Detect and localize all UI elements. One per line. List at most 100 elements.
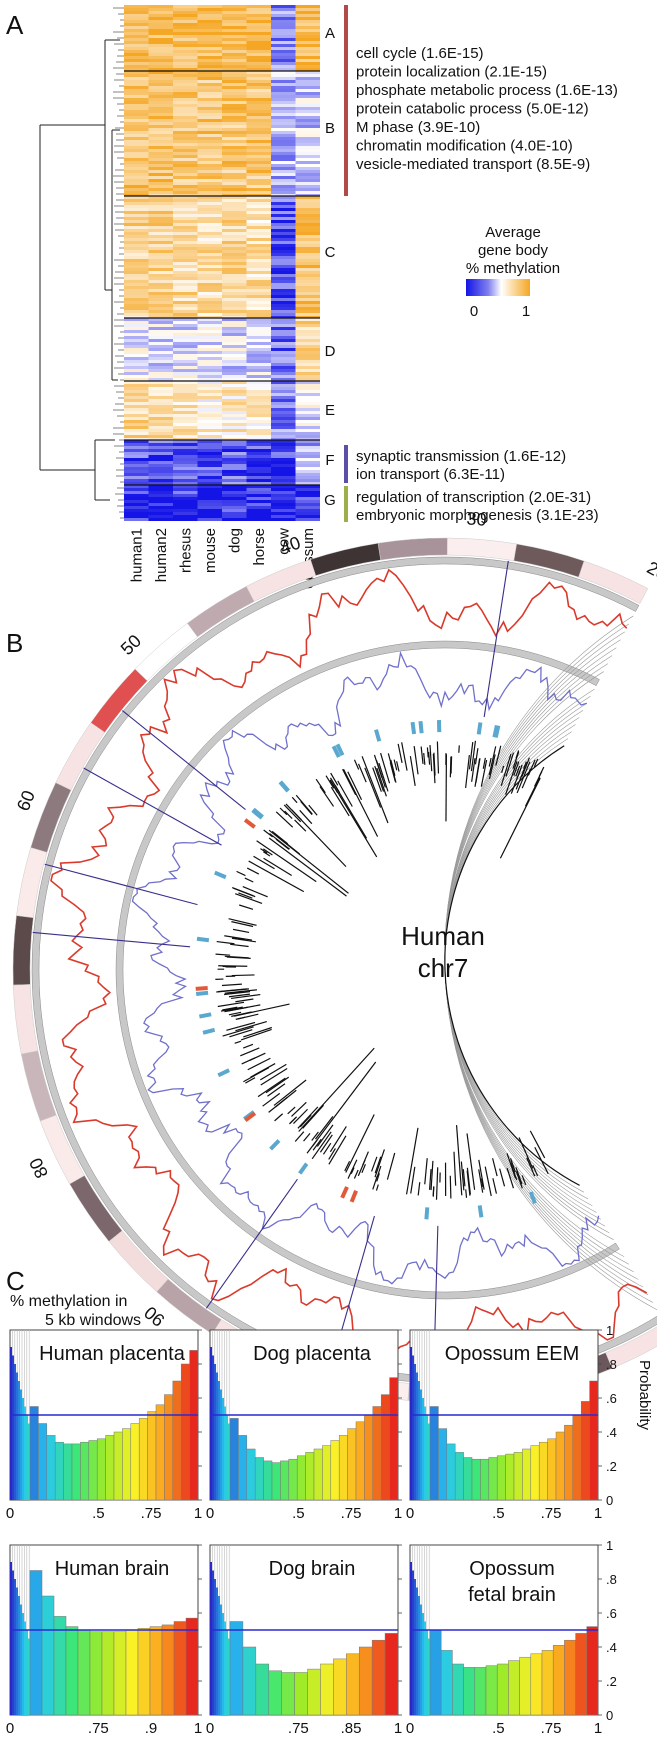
- heatmap-cell: [173, 74, 198, 78]
- blue-tick: [269, 1139, 281, 1151]
- heatmap-cell: [148, 113, 174, 117]
- heatmap-cell: [148, 223, 174, 227]
- heatmap-cell: [124, 152, 149, 156]
- heatmap-cell: [271, 95, 296, 99]
- heatmap-cell: [222, 68, 247, 72]
- heatmap-cell: [271, 476, 296, 480]
- heatmap-cell: [246, 253, 272, 257]
- blue-tick: [424, 1207, 430, 1220]
- heatmap-cell: [124, 342, 149, 346]
- heatmap-cell: [148, 310, 174, 314]
- heatmap-cell: [271, 205, 296, 209]
- heatmap-cell: [246, 280, 272, 284]
- heatmap-cell: [197, 461, 223, 465]
- histogram-bar: [580, 1401, 590, 1501]
- heatmap-cell: [271, 283, 296, 287]
- gene-mark: [374, 765, 385, 792]
- heatmap-cell: [222, 122, 247, 126]
- heatmap-cell: [173, 26, 198, 30]
- heatmap-cell: [197, 390, 223, 394]
- heatmap-cell: [295, 345, 320, 349]
- heatmap-cell: [124, 298, 149, 302]
- heatmap-cell: [295, 244, 320, 248]
- heatmap-cell: [148, 280, 174, 284]
- heatmap-cell: [246, 220, 272, 224]
- histogram-bar: [164, 1394, 174, 1501]
- heatmap-cell: [271, 20, 296, 24]
- blue-tick: [528, 1191, 537, 1204]
- heatmap-cell: [295, 59, 320, 63]
- heatmap-cell: [295, 518, 320, 521]
- heatmap-cell: [246, 98, 272, 102]
- heatmap-cell: [148, 179, 174, 183]
- heatmap-cell: [148, 443, 174, 447]
- heatmap-cell: [246, 509, 272, 513]
- heatmap-cell: [148, 89, 174, 93]
- heatmap-cell: [124, 432, 149, 436]
- heatmap-cell: [173, 23, 198, 27]
- heatmap-cell: [148, 5, 174, 9]
- heatmap-cell: [148, 77, 174, 81]
- heatmap-cell: [222, 345, 247, 349]
- heatmap-cell: [148, 440, 174, 444]
- heatmap-cell: [271, 116, 296, 120]
- gene-mark: [279, 807, 288, 816]
- heatmap-cell: [173, 185, 198, 189]
- heatmap-cell: [124, 104, 149, 108]
- heatmap-cell: [124, 202, 149, 206]
- heatmap-cell: [148, 381, 174, 385]
- gene-mark: [222, 1006, 238, 1011]
- heatmap-cell: [295, 250, 320, 254]
- heatmap-cell: [197, 277, 223, 281]
- heatmap-cell: [197, 71, 223, 75]
- heatmap-cell: [173, 390, 198, 394]
- heatmap-cell: [271, 399, 296, 403]
- histogram-bar: [424, 1406, 426, 1500]
- panel-b: B 2030405060708090100110120 Human chr7: [0, 508, 657, 1429]
- heatmap-cell: [148, 188, 174, 192]
- heatmap-cell: [246, 140, 272, 144]
- gene-mark: [294, 1131, 305, 1142]
- heatmap-cell: [124, 208, 149, 212]
- heatmap-cell: [173, 485, 198, 489]
- heatmap-cell: [124, 92, 149, 96]
- histogram-bar: [222, 1613, 224, 1715]
- gene-mark: [319, 786, 335, 807]
- heatmap-cell: [148, 247, 174, 251]
- heatmap-cell: [295, 262, 320, 266]
- heatmap-cell: [197, 446, 223, 450]
- heatmap-cell: [148, 116, 174, 120]
- gene-mark: [285, 803, 347, 868]
- histogram-bar: [371, 1639, 386, 1716]
- heatmap-cell: [295, 473, 320, 477]
- heatmap-cell: [124, 321, 149, 325]
- gene-mark: [306, 1061, 377, 1154]
- heatmap-cell: [271, 333, 296, 337]
- gene-mark: [389, 762, 396, 782]
- heatmap-cell: [271, 182, 296, 186]
- heatmap-cell: [271, 56, 296, 60]
- heatmap-cell: [124, 324, 149, 328]
- gene-mark: [428, 1169, 432, 1190]
- heatmap-cell: [197, 188, 223, 192]
- histogram-bar: [105, 1435, 115, 1501]
- circos-plot: 2030405060708090100110120: [0, 508, 657, 1429]
- heatmap-cell: [246, 8, 272, 12]
- heatmap-cell: [271, 518, 296, 521]
- heatmap-cell: [271, 77, 296, 81]
- gene-mark: [500, 753, 512, 786]
- heatmap-cell: [295, 304, 320, 308]
- heatmap-cell: [271, 449, 296, 453]
- gene-mark: [220, 1006, 243, 1012]
- heatmap-cell: [124, 161, 149, 165]
- heatmap-cell: [295, 313, 320, 317]
- gene-mark: [409, 756, 416, 786]
- go-term-2: phosphate metabolic process (1.6E-13): [356, 82, 618, 99]
- heatmap-cell: [246, 50, 272, 54]
- heatmap-cell: [148, 86, 174, 90]
- gene-mark: [357, 763, 367, 783]
- heatmap-cell: [295, 310, 320, 314]
- heatmap-cell: [295, 185, 320, 189]
- heatmap-cell: [271, 247, 296, 251]
- heatmap-cell: [173, 220, 198, 224]
